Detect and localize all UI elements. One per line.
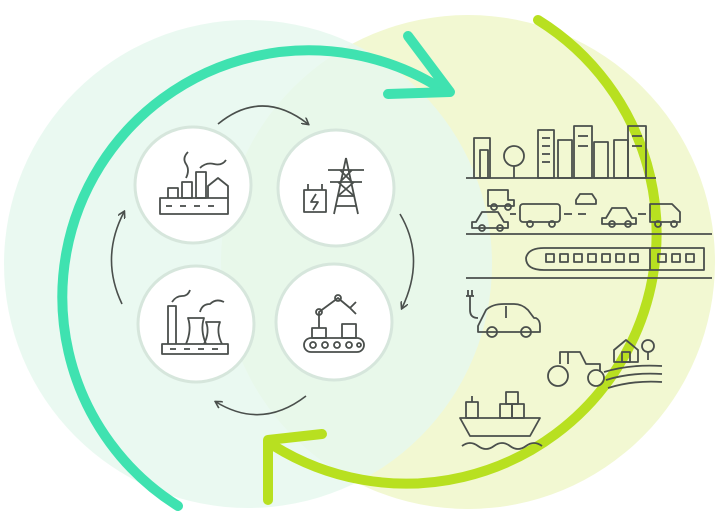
node-robot <box>274 262 394 382</box>
left-ring-arc <box>57 45 445 511</box>
city-skyline-icon <box>466 125 656 179</box>
electric-car-icon <box>466 290 541 338</box>
tractor-farm-icon <box>547 339 663 389</box>
cycle-arrow-bottom <box>216 395 307 416</box>
bottom-arrow-head <box>263 429 327 505</box>
power-tower-icon <box>303 157 364 215</box>
node-factory <box>133 125 253 245</box>
cargo-ship-icon <box>459 391 543 450</box>
node-power <box>276 128 396 248</box>
factory-icon <box>159 151 229 215</box>
right-ring-arc <box>269 15 662 489</box>
node-plant <box>136 264 256 384</box>
power-plant-icon <box>161 289 229 355</box>
top-arrow-head <box>383 31 455 99</box>
train-icon <box>466 233 712 279</box>
cycle-arrow-left <box>110 212 124 305</box>
road-vehicles-icon <box>471 189 681 232</box>
cycle-arrow-right <box>399 213 415 308</box>
cycle-arrow-top <box>217 105 308 124</box>
robot-arm-conveyor-icon <box>303 294 365 353</box>
